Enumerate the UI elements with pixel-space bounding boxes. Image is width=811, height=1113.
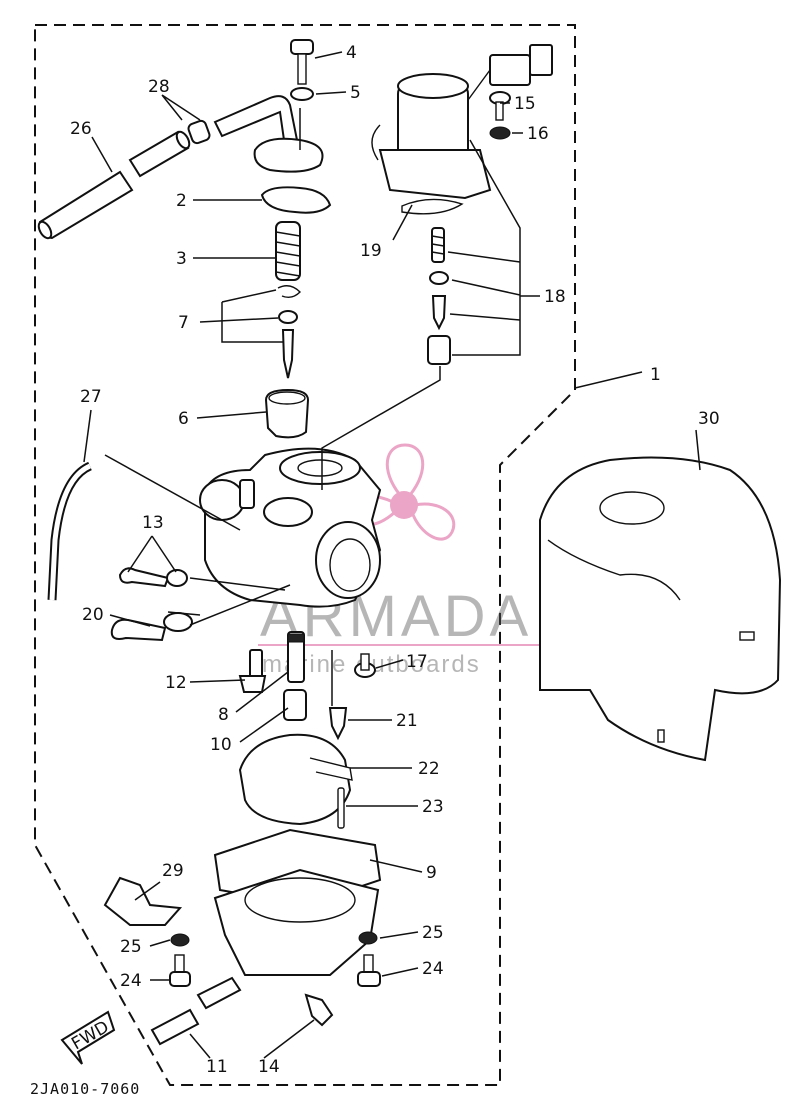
part-starter-plunger-tip <box>431 295 447 331</box>
callout-17: 17 <box>406 652 428 672</box>
drawing-code: 2JA010-7060 <box>30 1080 140 1098</box>
part-14-drain-plug <box>304 993 334 1027</box>
callout-23: 23 <box>422 797 444 817</box>
part-26-pipe <box>37 170 134 240</box>
part-24-screw-left <box>169 954 191 987</box>
part-21-float-needle <box>328 707 348 741</box>
callout-10: 10 <box>210 735 232 755</box>
carburetor-body <box>199 447 382 608</box>
callout-12: 12 <box>165 673 187 693</box>
part-19-o-ring <box>401 198 464 215</box>
part-11-tube-upper <box>196 976 242 1010</box>
callout-9: 9 <box>426 863 437 883</box>
callout-19: 19 <box>360 241 382 261</box>
part-7-jet-needle <box>277 285 301 379</box>
propeller-blade-top <box>385 443 425 497</box>
part-23-float-pin <box>337 787 345 829</box>
part-starter-guide <box>427 335 451 365</box>
assembly-boundary <box>34 24 576 1086</box>
callout-6: 6 <box>178 409 189 429</box>
part-15-screw <box>489 91 511 121</box>
callout-11: 11 <box>206 1057 228 1077</box>
part-5-washer <box>290 87 314 101</box>
part-20-throttle-stop-screw <box>110 612 193 642</box>
part-13-pilot-screw <box>118 567 188 588</box>
part-27-fuel-hose-inner <box>49 463 92 601</box>
part-10-main-jet <box>283 689 307 721</box>
part-30-intake-silencer <box>539 456 782 762</box>
callout-24-right: 24 <box>422 959 444 979</box>
part-29-bracket <box>103 876 183 926</box>
leader-lines <box>83 51 701 1059</box>
callout-5: 5 <box>350 83 361 103</box>
part-float-chamber <box>213 868 380 976</box>
part-3-spring <box>275 221 301 281</box>
callout-25-left: 25 <box>120 937 142 957</box>
callout-28: 28 <box>148 77 170 97</box>
part-cover-elbow <box>213 95 324 173</box>
callout-7: 7 <box>178 313 189 333</box>
callout-21: 21 <box>396 711 418 731</box>
propeller-hub <box>390 491 418 519</box>
callout-3: 3 <box>176 249 187 269</box>
part-8-main-jet-holder <box>287 631 305 683</box>
part-6-throttle-valve <box>264 388 310 439</box>
part-4-screw <box>290 39 314 85</box>
part-18-starter-plunger <box>371 44 553 200</box>
callout-18: 18 <box>544 287 566 307</box>
callout-1: 1 <box>650 365 661 385</box>
callout-15: 15 <box>514 94 536 114</box>
callout-29: 29 <box>162 861 184 881</box>
callout-16: 16 <box>527 124 549 144</box>
propeller-blade-right <box>410 502 456 541</box>
callout-30: 30 <box>698 409 720 429</box>
part-11-tube-lower <box>150 1008 200 1046</box>
callout-26: 26 <box>70 119 92 139</box>
callout-14: 14 <box>258 1057 280 1077</box>
callout-2: 2 <box>176 191 187 211</box>
callout-24-left: 24 <box>120 971 142 991</box>
part-25-washer-right <box>358 931 378 945</box>
part-2-gasket <box>260 186 332 214</box>
part-starter-spring <box>431 227 445 263</box>
callout-27: 27 <box>80 387 102 407</box>
callout-4: 4 <box>346 43 357 63</box>
callout-20: 20 <box>82 605 104 625</box>
part-22-float <box>238 733 353 826</box>
part-17-screw <box>354 653 376 678</box>
fwd-direction-arrow: FWD <box>60 1010 116 1065</box>
callout-22: 22 <box>418 759 440 779</box>
part-24-screw-right <box>357 954 381 987</box>
callout-13: 13 <box>142 513 164 533</box>
part-28-hose <box>128 119 211 178</box>
callout-25-right: 25 <box>422 923 444 943</box>
callout-8: 8 <box>218 705 229 725</box>
part-starter-clip <box>429 271 449 285</box>
part-25-washer-left <box>170 933 190 947</box>
part-16-washer <box>489 126 511 140</box>
callout-labels: 1 2 3 4 5 6 7 8 9 10 11 12 13 14 15 16 1… <box>70 43 720 1077</box>
part-12-drain-screw <box>238 649 267 693</box>
